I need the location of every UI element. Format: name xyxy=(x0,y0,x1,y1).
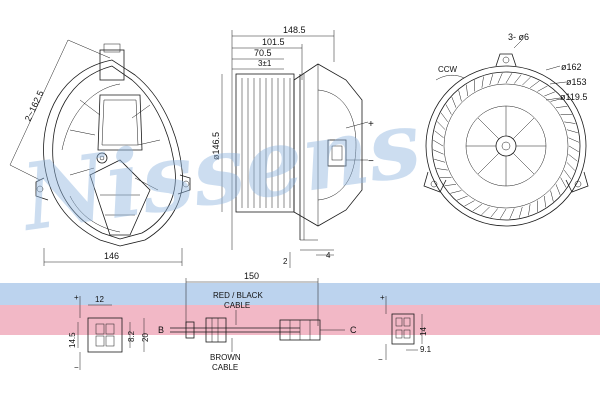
rear-d153: ø153 xyxy=(566,77,587,87)
side-overall-dim: 148.5 xyxy=(283,25,306,35)
blade-tick xyxy=(518,206,523,218)
cable-length: 150 xyxy=(244,271,259,281)
blade-tick xyxy=(564,169,572,180)
blade-tick xyxy=(472,204,483,212)
blade-tick xyxy=(566,162,575,171)
conn-left-dim-14-5: 14.5 xyxy=(68,332,77,348)
cable-red-label-2: CABLE xyxy=(224,301,250,310)
blade-tick xyxy=(529,80,540,88)
cable-end-b: B xyxy=(158,325,164,335)
rear-blade-ticks xyxy=(432,72,580,220)
cable-brown-label-1: BROWN xyxy=(210,353,241,362)
blade-tick xyxy=(437,121,446,130)
rear-spokes xyxy=(466,106,546,186)
blade-tick xyxy=(544,91,556,97)
conn-left-dim-12: 12 xyxy=(95,295,104,304)
blade-tick xyxy=(568,145,579,153)
cable-brown-label-2: CABLE xyxy=(212,363,238,372)
blade-tick xyxy=(451,96,457,108)
blade-tick xyxy=(444,184,457,186)
side-small-4: 4 xyxy=(326,251,331,260)
conn-left-dim-20: 20 xyxy=(141,333,150,342)
conn-left-dim-8-2: 8.2 xyxy=(127,330,136,342)
cable-red-label-1: RED / BLACK xyxy=(213,291,263,300)
blade-tick xyxy=(456,195,468,201)
blade-tick xyxy=(544,195,546,208)
watermark: Nissens xyxy=(13,89,427,252)
rear-rotation: CCW xyxy=(438,65,458,74)
front-width-dim: 146 xyxy=(104,251,119,261)
blade-tick xyxy=(509,208,515,220)
blade-tick xyxy=(433,139,444,147)
cable-view: 150 RED / BLACK CABLE B C BROWN CABLE xyxy=(158,271,357,372)
blade-tick xyxy=(445,104,452,115)
side-small-2: 2 xyxy=(283,257,288,266)
blade-tick xyxy=(564,121,576,124)
front-diag-dim: 2~162.5 xyxy=(23,89,46,123)
side-dim-3: 3±1 xyxy=(258,59,272,68)
blade-tick xyxy=(566,129,578,134)
blade-tick xyxy=(432,149,444,155)
blade-tick xyxy=(497,72,503,84)
rear-d162: ø162 xyxy=(561,62,582,72)
blade-tick xyxy=(481,76,484,88)
blue-band xyxy=(0,283,600,305)
blade-tick xyxy=(440,112,448,123)
side-minus: − xyxy=(368,156,374,167)
blade-tick xyxy=(450,190,462,194)
blade-tick xyxy=(514,74,522,84)
blade-tick xyxy=(560,177,567,188)
conn-left-minus: − xyxy=(74,363,79,372)
conn-right-dim-9-1: 9.1 xyxy=(420,345,432,354)
blade-tick xyxy=(555,106,568,108)
blade-tick xyxy=(555,184,561,196)
blade-tick xyxy=(550,190,554,202)
rear-d119: ø119.5 xyxy=(560,92,587,102)
blade-tick xyxy=(466,84,468,97)
blade-tick xyxy=(568,154,578,162)
blade-tick xyxy=(464,200,475,207)
side-dim-70: 70.5 xyxy=(254,48,272,58)
blade-tick xyxy=(537,85,548,92)
connector-left: + − 12 14.5 8.2 20 xyxy=(68,293,150,372)
blade-tick xyxy=(434,158,446,163)
conn-right-dim-14: 14 xyxy=(419,327,428,336)
side-view: 148.5 101.5 70.5 3±1 ø146.5 + − xyxy=(211,25,374,268)
side-height-dim: ø146.5 xyxy=(211,132,221,160)
blade-tick xyxy=(522,77,531,86)
conn-left-plus: + xyxy=(74,293,79,302)
blade-tick xyxy=(458,90,462,102)
side-plus: + xyxy=(368,119,374,130)
blade-tick xyxy=(550,98,562,102)
blade-tick xyxy=(434,130,444,138)
cable-end-c: C xyxy=(350,325,357,335)
blade-tick xyxy=(436,168,448,171)
blade-tick xyxy=(481,206,490,215)
blade-tick xyxy=(568,137,580,143)
side-dim-101: 101.5 xyxy=(262,37,285,47)
blade-tick xyxy=(499,208,507,219)
blade-tick xyxy=(528,204,531,216)
rear-holes: 3- ø6 xyxy=(508,32,529,42)
blade-tick xyxy=(505,73,513,84)
blade-tick xyxy=(489,74,494,86)
blade-tick xyxy=(490,208,498,218)
connector-right: + − 14 9.1 xyxy=(378,293,432,364)
rear-view: 3- ø6 CCW ø162 ø153 ø119.5 xyxy=(423,32,589,227)
conn-right-minus: − xyxy=(378,355,383,364)
conn-right-plus: + xyxy=(380,293,385,302)
